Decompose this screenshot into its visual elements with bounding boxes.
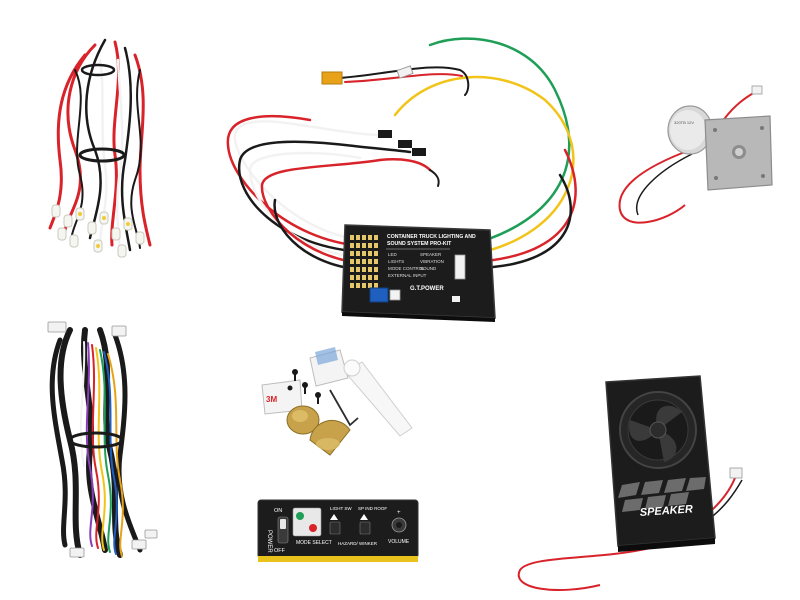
board-title-2: SOUND SYSTEM PRO-KIT (387, 241, 452, 247)
accessories: 3M (261, 347, 413, 456)
label-off: OFF (274, 548, 286, 554)
screws (287, 369, 321, 404)
mode-select-panel: POWER ON OFF MODE SELECT LIGHT SW SP IND… (257, 499, 419, 562)
cable-tie (80, 63, 116, 77)
mode-select-button-pad (292, 507, 322, 537)
roof-toggle (359, 521, 371, 535)
label-external-input: EXTERNAL INPUT (388, 273, 427, 278)
header-pins (350, 235, 378, 288)
label-power: POWER (266, 530, 272, 553)
green-button (296, 512, 304, 520)
tape-label: 3M (266, 395, 277, 404)
label-volume: VOLUME (388, 539, 410, 545)
label-hazard-winker: HAZARD/ WINKER (338, 541, 378, 546)
label-speaker: SPEAKER (420, 252, 442, 257)
side-connector (454, 254, 466, 280)
brass-weights (286, 405, 351, 456)
label-led: LED (388, 252, 398, 257)
cable-tie (78, 147, 126, 163)
label-on: ON (274, 508, 282, 514)
lead-connectors (321, 65, 426, 156)
label-lights: LIGHTS (388, 259, 404, 264)
control-unit-wires (226, 37, 577, 272)
speaker-unit: SPEAKER (517, 375, 743, 591)
plastic-wrench (343, 359, 413, 437)
label-vibration: VIBRATION (420, 259, 444, 264)
label-mode-control: MODE CONTROL (388, 266, 425, 271)
vibration-motor: 320TB 12V (618, 85, 773, 224)
label-volume-plus: + (397, 510, 401, 516)
red-button (309, 524, 317, 532)
harness-connectors (47, 321, 158, 558)
label-sound: SOUND (420, 266, 437, 271)
board-title-1: CONTAINER TRUCK LIGHTING AND (387, 234, 476, 240)
label-sp-ind-roof: SP IND ROOF (358, 506, 387, 511)
hex-key (329, 389, 359, 427)
speaker-label: SPEAKER (639, 503, 693, 519)
xt30-connector (321, 71, 343, 85)
speaker-print-pattern (618, 477, 706, 512)
motor-label: 320TB 12V (674, 120, 694, 125)
harness-cable-tie (68, 431, 124, 449)
blue-connector (369, 287, 389, 303)
label-mode-select: MODE SELECT (296, 540, 332, 546)
led-wire-bundle (48, 38, 152, 258)
control-unit: CONTAINER TRUCK LIGHTING AND SOUND SYSTE… (341, 224, 496, 322)
light-toggle (329, 521, 341, 535)
board-brand: G.T.POWER (410, 286, 444, 292)
label-light-sw: LIGHT SW (330, 506, 352, 511)
